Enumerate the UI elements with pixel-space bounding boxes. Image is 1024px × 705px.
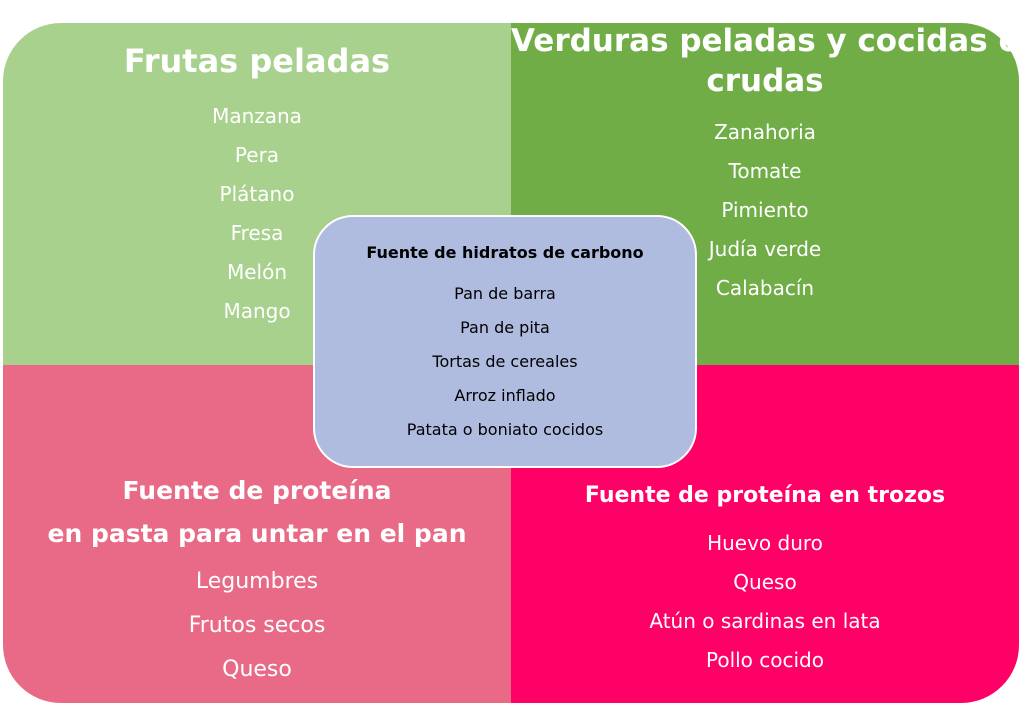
spread-protein-title: Fuente de proteína en pasta para untar en… xyxy=(3,469,511,555)
list-item: Queso xyxy=(733,570,797,594)
list-item: Melón xyxy=(226,260,288,284)
list-item: Pimiento xyxy=(721,198,809,222)
chunk-protein-title: Fuente de proteína en trozos xyxy=(584,483,946,508)
list-item: Patata o boniato cocidos xyxy=(406,420,604,439)
list-item: Pan de pita xyxy=(460,318,550,337)
carbohydrates-list: Pan de barra Pan de pita Tortas de cerea… xyxy=(315,277,695,447)
list-item: Arroz inflado xyxy=(454,386,556,405)
list-item: Huevo duro xyxy=(707,531,823,555)
spread-protein-title-line1: Fuente de proteína xyxy=(122,476,392,505)
list-item: Pera xyxy=(234,143,280,167)
list-item: Legumbres xyxy=(195,569,319,594)
spread-protein-title-line2: en pasta para untar en el pan xyxy=(47,519,467,548)
list-item: Tortas de cereales xyxy=(432,352,578,371)
list-item: Mango xyxy=(223,299,291,323)
vegetables-list: Zanahoria Tomate Pimiento Judía verde Ca… xyxy=(511,113,1019,308)
list-item: Pan de barra xyxy=(454,284,556,303)
vegetables-title: Verduras peladas y cocidas o crudas xyxy=(511,21,1020,101)
chunk-protein-list: Huevo duro Queso Atún o sardinas en lata… xyxy=(511,524,1019,680)
list-item: Tomate xyxy=(728,159,802,183)
list-item: Calabacín xyxy=(715,276,815,300)
fruits-list: Manzana Pera Plátano Fresa Melón Mango xyxy=(3,97,511,331)
list-item: Zanahoria xyxy=(714,120,816,144)
vegetables-title-line1: Verduras peladas y cocidas o xyxy=(511,23,1020,59)
list-item: Atún o sardinas en lata xyxy=(649,609,881,633)
spread-protein-list: Legumbres Frutos secos Queso xyxy=(3,560,511,692)
fruits-title: Frutas peladas xyxy=(123,42,391,80)
carbohydrates-title: Fuente de hidratos de carbono xyxy=(366,243,644,262)
fruits-quadrant: Frutas peladas Manzana Pera Plátano Fres… xyxy=(3,23,511,365)
list-item: Pollo cocido xyxy=(705,648,824,672)
list-item: Judía verde xyxy=(708,237,822,261)
list-item: Queso xyxy=(222,657,292,682)
vegetables-title-line2: crudas xyxy=(706,63,824,99)
spread-protein-quadrant: Fuente de proteína en pasta para untar en… xyxy=(3,365,511,703)
list-item: Manzana xyxy=(212,104,302,128)
list-item: Frutos secos xyxy=(188,613,326,638)
list-item: Fresa xyxy=(230,221,284,245)
list-item: Plátano xyxy=(219,182,295,206)
carbohydrates-box: Fuente de hidratos de carbono Pan de bar… xyxy=(313,215,697,468)
